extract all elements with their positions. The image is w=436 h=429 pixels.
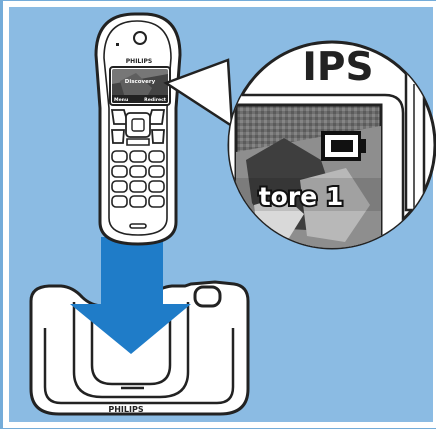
- softkey-right-label: Redirect: [144, 97, 167, 103]
- keypad-key[interactable]: [112, 166, 127, 177]
- keypad-key[interactable]: [149, 166, 164, 177]
- keypad-key[interactable]: [130, 196, 146, 207]
- handset-brand: PHILIPS: [126, 58, 152, 65]
- keypad-key[interactable]: [149, 196, 164, 207]
- keypad-key[interactable]: [130, 151, 146, 162]
- cradle-indicator: [195, 287, 220, 306]
- earpiece-icon: [134, 32, 146, 44]
- zoomed-brand: IPS: [302, 45, 373, 90]
- ok-button[interactable]: [132, 119, 144, 131]
- keypad-key[interactable]: [149, 181, 164, 192]
- battery-icon: [321, 131, 366, 161]
- talk-button[interactable]: [112, 130, 124, 143]
- screen-title: Discovery: [125, 79, 156, 85]
- keypad-key[interactable]: [112, 196, 127, 207]
- keypad-key[interactable]: [130, 166, 146, 177]
- handset-screen: Discovery Menu Redirect: [110, 67, 170, 105]
- keypad-key[interactable]: [112, 151, 127, 162]
- keypad-key[interactable]: [149, 151, 164, 162]
- keypad-key[interactable]: [112, 181, 127, 192]
- keypad-key[interactable]: [130, 181, 146, 192]
- end-call-button[interactable]: [152, 130, 164, 143]
- cradle-brand: PHILIPS: [108, 405, 143, 414]
- softkey-left-label: Menu: [114, 97, 128, 103]
- microphone-slot: [130, 224, 146, 228]
- zoomed-label: tore 1: [259, 182, 344, 211]
- handset: PHILIPS Discovery Menu Redirect: [96, 14, 180, 244]
